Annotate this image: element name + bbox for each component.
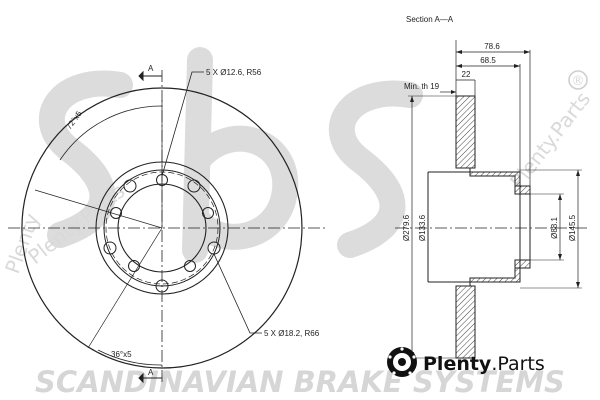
angle-dim-72 xyxy=(59,105,163,161)
plenty-parts-logo: Plenty.Parts xyxy=(423,353,545,375)
bolt-hole-small xyxy=(202,207,214,219)
angle-dim-36 xyxy=(97,349,163,366)
bolt-hole-small xyxy=(128,260,140,272)
hat-wall-lower xyxy=(469,267,521,286)
disc-front-view xyxy=(8,70,325,385)
callout-large-holes: 5 X Ø18.2, R66 xyxy=(264,329,320,338)
brake-disc-logo-icon xyxy=(387,347,417,377)
section-marker-bottom: A xyxy=(148,368,154,377)
hub-flange-lower xyxy=(514,259,531,269)
leader-large-holes xyxy=(213,253,262,334)
callout-small-holes: 5 X Ø12.6, R56 xyxy=(206,68,262,77)
angle-label-36: 36°x5 xyxy=(111,350,132,359)
friction-ring-upper xyxy=(455,95,476,169)
dim-685: 68.5 xyxy=(480,56,496,65)
angle-label-72: 72°x5 xyxy=(64,109,84,131)
hub-flange-upper xyxy=(514,185,531,195)
dia-1455: Ø145.5 xyxy=(568,214,577,241)
brand-watermark-bottom: SCANDINAVIAN BRAKE SYSTEMS xyxy=(35,365,565,399)
bolt-hole-large xyxy=(155,279,169,293)
svg-text:®: ® xyxy=(572,74,585,89)
section-marker-top: A xyxy=(148,64,154,73)
leader-small-holes xyxy=(161,71,204,177)
registered-mark-icon: ® xyxy=(568,70,588,90)
friction-ring-lower xyxy=(455,285,476,359)
logo-plenty: Plenty xyxy=(423,353,492,375)
dia-1336: Ø133.6 xyxy=(418,214,427,241)
min-thickness: Min. th 19 xyxy=(404,82,440,91)
disc-section-view xyxy=(395,40,590,359)
logo-dot-parts: .Parts xyxy=(491,353,544,375)
bolt-hole-large xyxy=(187,179,201,193)
bolt-hole-small xyxy=(110,207,122,219)
sbs-watermark-logo xyxy=(38,47,423,263)
bolt-hole-large xyxy=(103,241,117,255)
bolt-hole-large xyxy=(123,179,137,193)
dia-881: Ø88.1 xyxy=(550,217,559,239)
section-title: Section A—A xyxy=(406,15,454,24)
dia-2796: Ø279.6 xyxy=(402,214,411,241)
dim-786: 78.6 xyxy=(484,42,500,51)
dim-22: 22 xyxy=(462,70,471,79)
outer-disc-outline xyxy=(21,87,303,369)
bolt-hole-small xyxy=(184,260,196,272)
